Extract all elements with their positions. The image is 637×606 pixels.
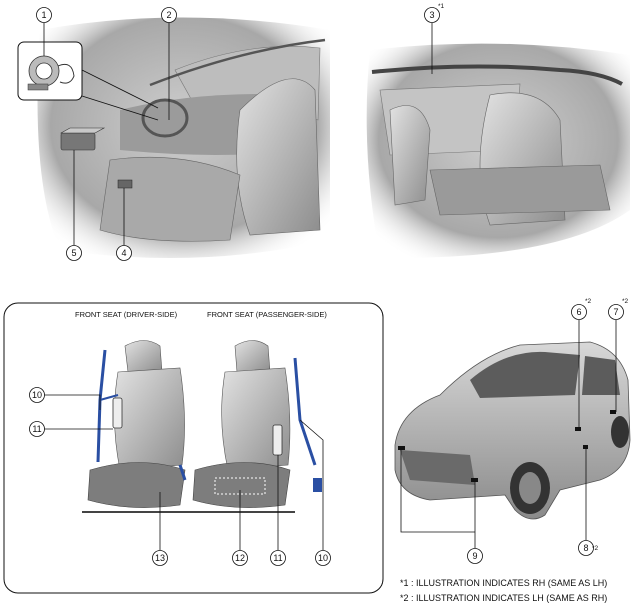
svg-text:11: 11 xyxy=(273,553,282,563)
callout-3-superscript: *1 xyxy=(438,3,445,10)
passenger-seat-illustration xyxy=(190,340,322,513)
callout-11-left: 11 xyxy=(29,421,45,437)
callout-8-superscript: *2 xyxy=(592,545,599,552)
driver-seat-label: FRONT SEAT (DRIVER-SIDE) xyxy=(75,310,178,319)
svg-text:10: 10 xyxy=(32,390,42,400)
svg-text:13: 13 xyxy=(155,553,165,563)
svg-text:5: 5 xyxy=(71,248,76,258)
callout-8: 8 xyxy=(578,540,594,556)
svg-text:10: 10 xyxy=(318,553,328,563)
callout-6: 6 xyxy=(571,304,587,320)
clock-spring-inset xyxy=(17,41,159,121)
svg-text:12: 12 xyxy=(235,553,245,563)
vehicle-exterior-illustration xyxy=(394,341,631,520)
callout-11-right: 11 xyxy=(270,550,286,566)
leader-lines xyxy=(37,23,617,550)
callout-10-left: 10 xyxy=(29,387,45,403)
callout-5: 5 xyxy=(66,245,82,261)
callout-1: 1 xyxy=(36,7,52,23)
curtain-airbag-illustration xyxy=(366,43,630,259)
callout-13: 13 xyxy=(152,550,168,566)
svg-text:8: 8 xyxy=(583,543,588,553)
passenger-seat-label: FRONT SEAT (PASSENGER-SIDE) xyxy=(207,310,327,319)
callout-10-right: 10 xyxy=(315,550,331,566)
callout-4: 4 xyxy=(116,245,132,261)
callout-7-superscript: *2 xyxy=(622,298,629,305)
callout-7: 7 xyxy=(608,304,624,320)
svg-text:11: 11 xyxy=(32,424,41,434)
svg-text:3: 3 xyxy=(429,10,434,20)
svg-text:2: 2 xyxy=(166,10,171,20)
callout-2: 2 xyxy=(161,7,177,23)
svg-text:4: 4 xyxy=(121,248,126,258)
seats-panel-frame xyxy=(3,302,384,594)
callout-9: 9 xyxy=(467,548,483,564)
svg-text:1: 1 xyxy=(41,10,46,20)
footnote-1: *1 : ILLUSTRATION INDICATES RH (SAME AS … xyxy=(400,578,607,588)
svg-text:7: 7 xyxy=(613,307,618,317)
callout-12: 12 xyxy=(232,550,248,566)
callout-3: 3 xyxy=(424,7,440,23)
callout-6-superscript: *2 xyxy=(585,298,592,305)
svg-text:9: 9 xyxy=(472,551,477,561)
svg-text:6: 6 xyxy=(576,307,581,317)
footnote-2: *2 : ILLUSTRATION INDICATES LH (SAME AS … xyxy=(400,593,607,603)
cockpit-illustration xyxy=(37,17,330,258)
